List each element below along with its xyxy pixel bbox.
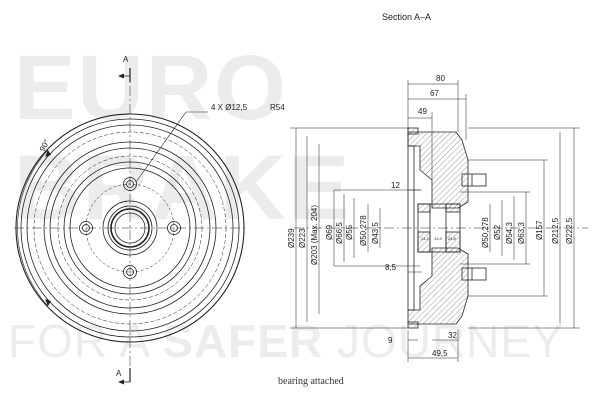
bolt-circle	[85, 183, 175, 273]
drum-upper	[407, 131, 469, 209]
dim-49-5: 49,5	[432, 349, 448, 358]
section-title: Section A–A	[382, 12, 432, 22]
dia-222-5: Ø222,5	[565, 217, 574, 244]
dim-32: 32	[448, 331, 457, 340]
dia-43-5: Ø43,5	[371, 222, 380, 244]
section-view	[294, 127, 588, 329]
outer-rim	[15, 113, 245, 343]
dia-63-3: Ø63,3	[517, 222, 526, 244]
dia-54-3: Ø54,3	[505, 222, 514, 244]
dia-223: Ø223	[298, 228, 307, 248]
drum-lower	[407, 247, 469, 325]
section-label-bottom: A	[116, 369, 122, 378]
dim-49: 49	[418, 107, 427, 116]
angle-label: 90°	[38, 138, 52, 153]
dim-12: 12	[391, 181, 400, 190]
dia-52: Ø52	[493, 224, 502, 240]
section-arrow-top	[118, 73, 124, 79]
radius-callout: R54	[270, 103, 285, 112]
dim-8-5: 8,5	[385, 263, 397, 272]
dia-50-278-left: Ø50,278	[359, 215, 368, 246]
section-arrow-bottom	[118, 379, 124, 385]
dia-157: Ø157	[535, 220, 544, 240]
dim-67: 67	[430, 89, 439, 98]
hub-outer	[102, 200, 158, 256]
bolt-callout: 4 X Ø12,5	[211, 103, 248, 112]
dia-50-278-right: Ø50,278	[481, 217, 490, 248]
bolt-holes	[79, 177, 181, 279]
dim-9: 9	[388, 336, 393, 345]
small-dim-1: 24,2	[421, 236, 430, 241]
dia-66-5: Ø66,5	[335, 222, 344, 244]
front-view	[14, 68, 248, 385]
dia-69: Ø69	[325, 224, 334, 240]
dia-239: Ø239	[287, 228, 296, 248]
dim-80: 80	[436, 74, 445, 83]
bolt-callout-leader	[135, 111, 208, 183]
dia-55: Ø55	[345, 224, 354, 240]
watermark-tagline: FOR A SAFER JOURNEY	[8, 315, 564, 367]
watermark-brake: BRAKE	[14, 137, 352, 239]
footer-note: bearing attached	[278, 376, 344, 387]
watermark-euro: EURO	[14, 37, 288, 139]
dia-203: Ø203 (Max. 204)	[310, 205, 319, 265]
dimension-lines	[290, 80, 580, 362]
small-dim-3: 24,8	[448, 236, 457, 241]
small-dim-2: 13,3	[434, 236, 443, 241]
dia-212-5: Ø212,5	[551, 217, 560, 244]
angle-arc	[17, 149, 49, 307]
section-label-top: A	[123, 55, 129, 64]
